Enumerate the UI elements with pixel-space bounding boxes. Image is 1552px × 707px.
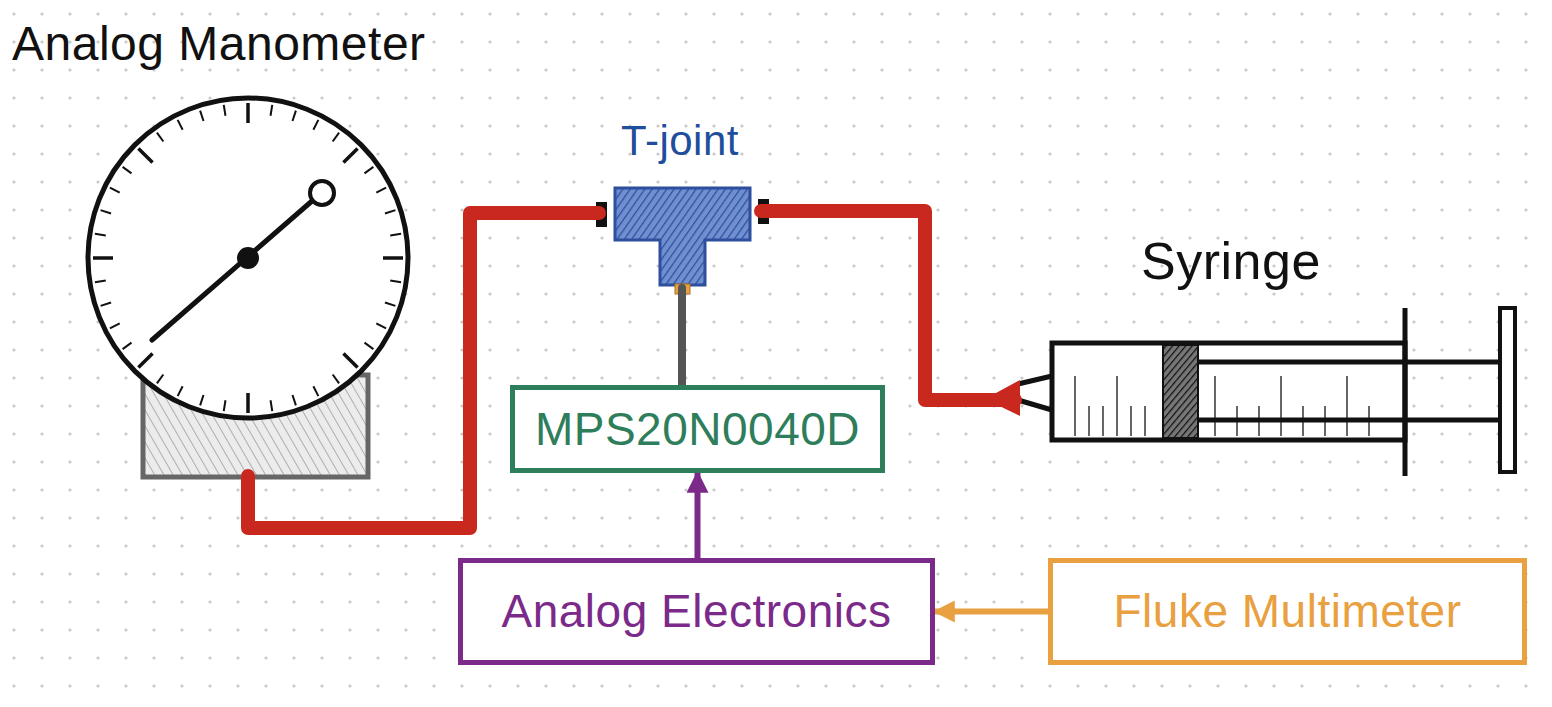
graduation-mark (1116, 376, 1118, 436)
gauge-tick (271, 400, 273, 411)
gauge-tick (178, 120, 183, 130)
gauge-tick (385, 210, 395, 213)
gauge-tick (376, 323, 386, 328)
graduation-mark (1214, 376, 1216, 436)
gauge-tick (364, 167, 373, 173)
tube (761, 211, 1015, 400)
tube (678, 288, 686, 385)
gauge-tick (157, 133, 163, 142)
syringe-nozzle (1018, 400, 1052, 410)
gauge-tick (138, 148, 152, 162)
gauge-tick (383, 256, 403, 260)
gauge-tick (292, 111, 295, 121)
graduation-mark (1280, 376, 1282, 436)
barrel-flange (1403, 308, 1408, 476)
gauge-tick (343, 148, 357, 162)
needle-tip (310, 181, 334, 205)
gauge-tick (200, 395, 203, 405)
gauge-tick (313, 386, 318, 396)
gauge-tick (385, 302, 395, 305)
part-heading: Syringe (1141, 233, 1520, 290)
signal-arrow (695, 473, 701, 558)
gauge-tick (200, 111, 203, 121)
gauge-node: Analog Manometer (10, 18, 480, 480)
tube (248, 213, 599, 528)
gauge-tick (246, 393, 250, 413)
graduation-mark (1346, 376, 1348, 436)
gauge-tick (271, 105, 273, 116)
graduation-mark (1144, 406, 1146, 436)
box-label: Analog Electronics (502, 586, 892, 637)
plunger-rod (1198, 418, 1502, 423)
barrel-graduations (1075, 376, 1369, 436)
t-joint-body (615, 188, 750, 285)
gauge-tick (93, 256, 113, 260)
syringe-barrel (1052, 343, 1405, 440)
box-label: MPS20N0040D (535, 404, 860, 455)
gauge-tick (333, 133, 339, 142)
gauge-tick (333, 374, 339, 383)
gauge-tick (364, 343, 373, 349)
syringe-nozzle (1018, 376, 1052, 384)
gauge-tick (101, 210, 111, 213)
gauge-tick (246, 103, 250, 123)
gauge-tick (138, 353, 152, 367)
gauge-tick (95, 281, 106, 283)
thumb-rest (1500, 308, 1515, 472)
sensor-box: MPS20N0040D (510, 385, 885, 473)
gauge-tick (95, 234, 106, 236)
gauge-tick (390, 234, 401, 236)
electronics-box: Analog Electronics (458, 558, 935, 665)
gauge-tick (292, 395, 295, 405)
gauge-tick (178, 386, 183, 396)
gauge-tick (224, 400, 226, 411)
gauge-tick (224, 105, 226, 116)
gauge-tick (343, 353, 357, 367)
gauge-tick (390, 281, 401, 283)
graduation-mark (1102, 406, 1104, 436)
syringe-plunger (1163, 345, 1198, 438)
part-heading: Analog Manometer (12, 18, 480, 71)
part-heading: T-joint (595, 118, 765, 164)
t-joint-node: T-joint (595, 118, 765, 290)
box-label: Fluke Multimeter (1114, 586, 1462, 637)
signal-arrow (935, 609, 1048, 615)
gauge-tick (123, 167, 132, 173)
multimeter-box: Fluke Multimeter (1048, 558, 1527, 665)
graduation-mark (1130, 406, 1132, 436)
graduation-mark (1074, 376, 1076, 436)
gauge-needle (152, 201, 312, 340)
gauge-ticks (93, 103, 403, 413)
gauge-tick (313, 120, 318, 130)
plunger-rod (1198, 360, 1502, 365)
gauge-tick (101, 302, 111, 305)
needle-hub (237, 247, 259, 269)
gauge-tick (110, 188, 120, 193)
gauge-tick (376, 188, 386, 193)
gauge-dial (88, 98, 408, 418)
gauge-tick (110, 323, 120, 328)
syringe-node: Syringe (1015, 233, 1520, 480)
gauge-tick (157, 374, 163, 383)
gauge-tick (123, 343, 132, 349)
graduation-mark (1088, 406, 1090, 436)
